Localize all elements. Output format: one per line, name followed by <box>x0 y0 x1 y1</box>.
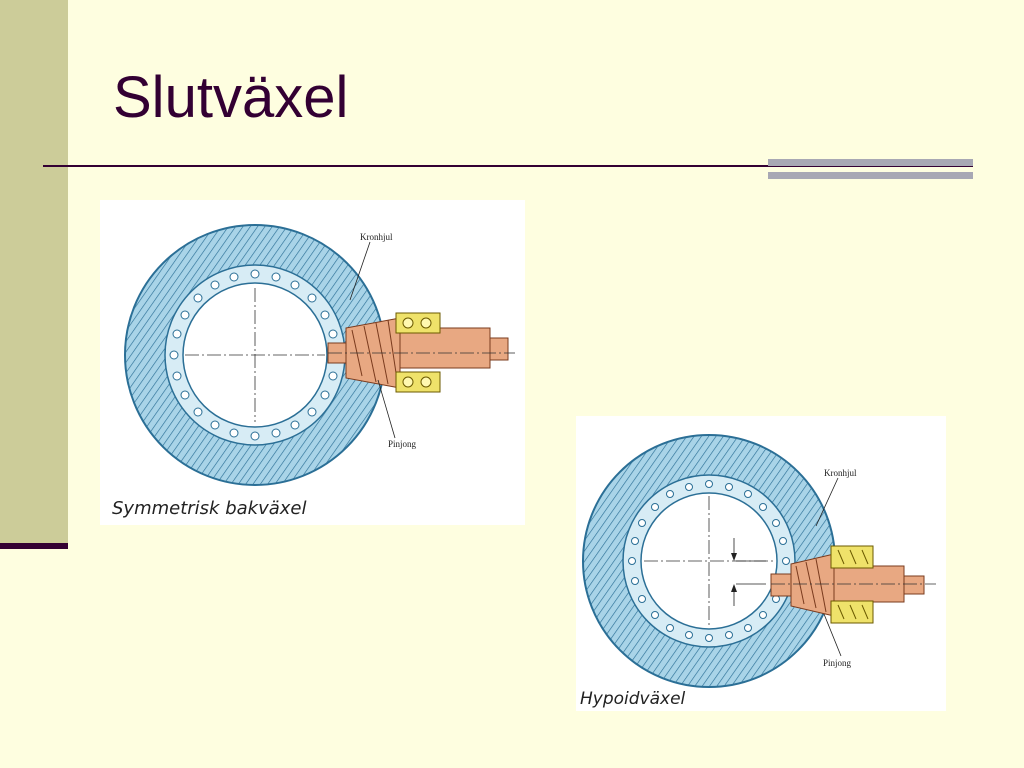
figure-symmetric-axle: Kronhjul Pinjong Symmetrisk bakväxel <box>100 200 525 525</box>
bolt-holes <box>628 480 790 642</box>
label-pinion: Pinjong <box>823 658 852 668</box>
side-accent-bar <box>0 0 68 548</box>
figure-caption: Hypoidväxel <box>580 689 686 709</box>
label-ring-gear: Kronhjul <box>360 232 393 242</box>
slide-title: Slutväxel <box>113 65 349 130</box>
diagram-symmetric-gear: Kronhjul Pinjong Symmetrisk bakväxel <box>112 224 515 519</box>
figure-hypoid-axle: Kronhjul Pinjong Hypoidväxel <box>576 416 946 711</box>
bearing <box>830 545 874 624</box>
diagram-hypoid-gear: Kronhjul Pinjong Hypoidväxel <box>580 434 936 709</box>
label-ring-gear: Kronhjul <box>824 468 857 478</box>
figure-caption: Symmetrisk bakväxel <box>112 498 307 519</box>
label-pinion: Pinjong <box>388 439 417 449</box>
side-accent-bar-foot <box>0 543 68 549</box>
title-divider <box>43 165 973 167</box>
bearing <box>395 312 441 393</box>
title-divider-accent <box>768 159 973 179</box>
